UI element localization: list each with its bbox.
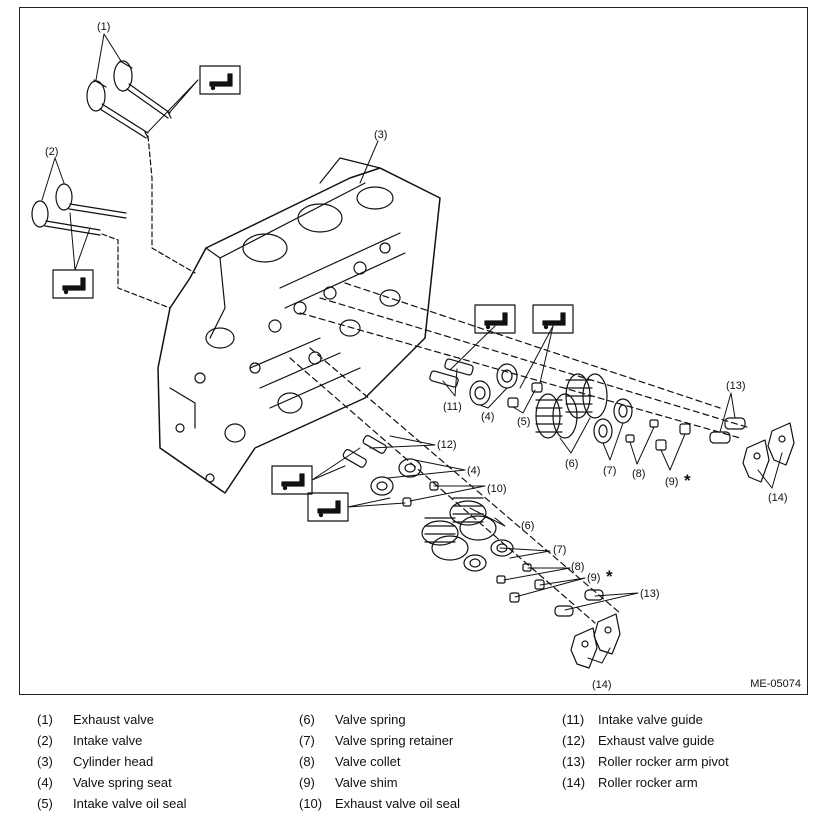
legend-number: (3) bbox=[37, 754, 53, 769]
legend-label: Cylinder head bbox=[73, 754, 154, 769]
callout-3: (3) bbox=[374, 129, 387, 141]
legend-number: (4) bbox=[37, 775, 53, 790]
legend-label: Roller rocker arm bbox=[598, 775, 698, 790]
callout-8-upper: (8) bbox=[632, 468, 645, 480]
callout-9-upper-asterisk: * bbox=[684, 471, 691, 490]
callout-14-upper: (14) bbox=[768, 492, 788, 504]
callout-9-lower: (9) bbox=[587, 572, 600, 584]
callout-4-lower: (4) bbox=[467, 465, 480, 477]
callout-1: (1) bbox=[97, 21, 110, 33]
callout-labels: (1) (2) (3) (11) (4) (5) (6) (7) (8) (9)… bbox=[45, 21, 788, 691]
legend-label: Exhaust valve guide bbox=[598, 733, 715, 748]
legend-label: Valve spring retainer bbox=[335, 733, 454, 748]
oil-application-icon-1 bbox=[199, 65, 241, 95]
intake-valve-guideline bbox=[101, 233, 171, 309]
intake-valves bbox=[31, 183, 127, 236]
legend-label: Roller rocker arm pivot bbox=[598, 754, 729, 769]
figure-id: ME-05074 bbox=[750, 678, 801, 690]
exhaust-valves bbox=[86, 60, 172, 139]
legend-number: (1) bbox=[37, 712, 53, 727]
callout-7-lower: (7) bbox=[553, 544, 566, 556]
callout-13-upper: (13) bbox=[726, 380, 746, 392]
callout-9-lower-asterisk: * bbox=[606, 567, 613, 586]
callout-8-lower: (8) bbox=[571, 561, 584, 573]
legend-label: Exhaust valve oil seal bbox=[335, 796, 461, 811]
legend-label: Valve spring seat bbox=[73, 775, 172, 790]
oil-application-icon-5 bbox=[271, 465, 313, 495]
legend-label: Intake valve guide bbox=[598, 712, 703, 727]
exploded-view-diagram: (1) (2) (3) (11) (4) (5) (6) (7) (8) (9)… bbox=[19, 7, 808, 695]
callout-14-lower: (14) bbox=[592, 679, 612, 691]
callout-4-upper: (4) bbox=[481, 411, 494, 423]
legend-label: Valve collet bbox=[335, 754, 401, 769]
legend-label: Intake valve bbox=[73, 733, 143, 748]
legend-number: (6) bbox=[299, 712, 315, 727]
diagram-drawing: (1) (2) (3) (11) (4) (5) (6) (7) (8) (9)… bbox=[31, 21, 795, 691]
legend-number: (8) bbox=[299, 754, 315, 769]
legend-number: (12) bbox=[562, 733, 586, 748]
legend-number: (11) bbox=[562, 712, 585, 727]
legend-number: (10) bbox=[299, 796, 323, 811]
oil-application-icon-6 bbox=[307, 492, 349, 522]
callout-11: (11) bbox=[443, 401, 462, 413]
legend-number: (14) bbox=[562, 775, 586, 790]
upper-row-axis-lines bbox=[299, 282, 751, 439]
oil-application-icon-3 bbox=[474, 304, 516, 334]
callout-7-upper: (7) bbox=[603, 465, 616, 477]
callout-2: (2) bbox=[45, 146, 58, 158]
callout-6-lower: (6) bbox=[521, 520, 534, 532]
legend-label: Valve spring bbox=[335, 712, 406, 727]
oil-application-icon-2 bbox=[52, 269, 94, 299]
upper-row-parts bbox=[429, 358, 795, 483]
legend-label: Valve shim bbox=[335, 775, 398, 790]
callout-12: (12) bbox=[437, 439, 457, 451]
callout-5: (5) bbox=[517, 416, 530, 428]
cylinder-head bbox=[157, 157, 441, 494]
parts-legend: (1) Exhaust valve (2) Intake valve (3) C… bbox=[0, 712, 834, 817]
callout-13-lower: (13) bbox=[640, 588, 660, 600]
oil-application-icon-4 bbox=[532, 304, 574, 334]
leader-lines bbox=[41, 33, 783, 664]
legend-number: (9) bbox=[299, 775, 315, 790]
callout-10: (10) bbox=[487, 483, 507, 495]
legend-number: (13) bbox=[562, 754, 586, 769]
legend-number: (2) bbox=[37, 733, 53, 748]
callout-9-upper: (9) bbox=[665, 476, 678, 488]
legend-label: Exhaust valve bbox=[73, 712, 154, 727]
callout-6-upper: (6) bbox=[565, 458, 578, 470]
legend-label: Intake valve oil seal bbox=[73, 796, 187, 811]
exhaust-valve-guideline bbox=[147, 135, 196, 274]
legend-number: (5) bbox=[37, 796, 53, 811]
legend-number: (7) bbox=[299, 733, 315, 748]
lower-row-axis-lines bbox=[289, 347, 621, 624]
